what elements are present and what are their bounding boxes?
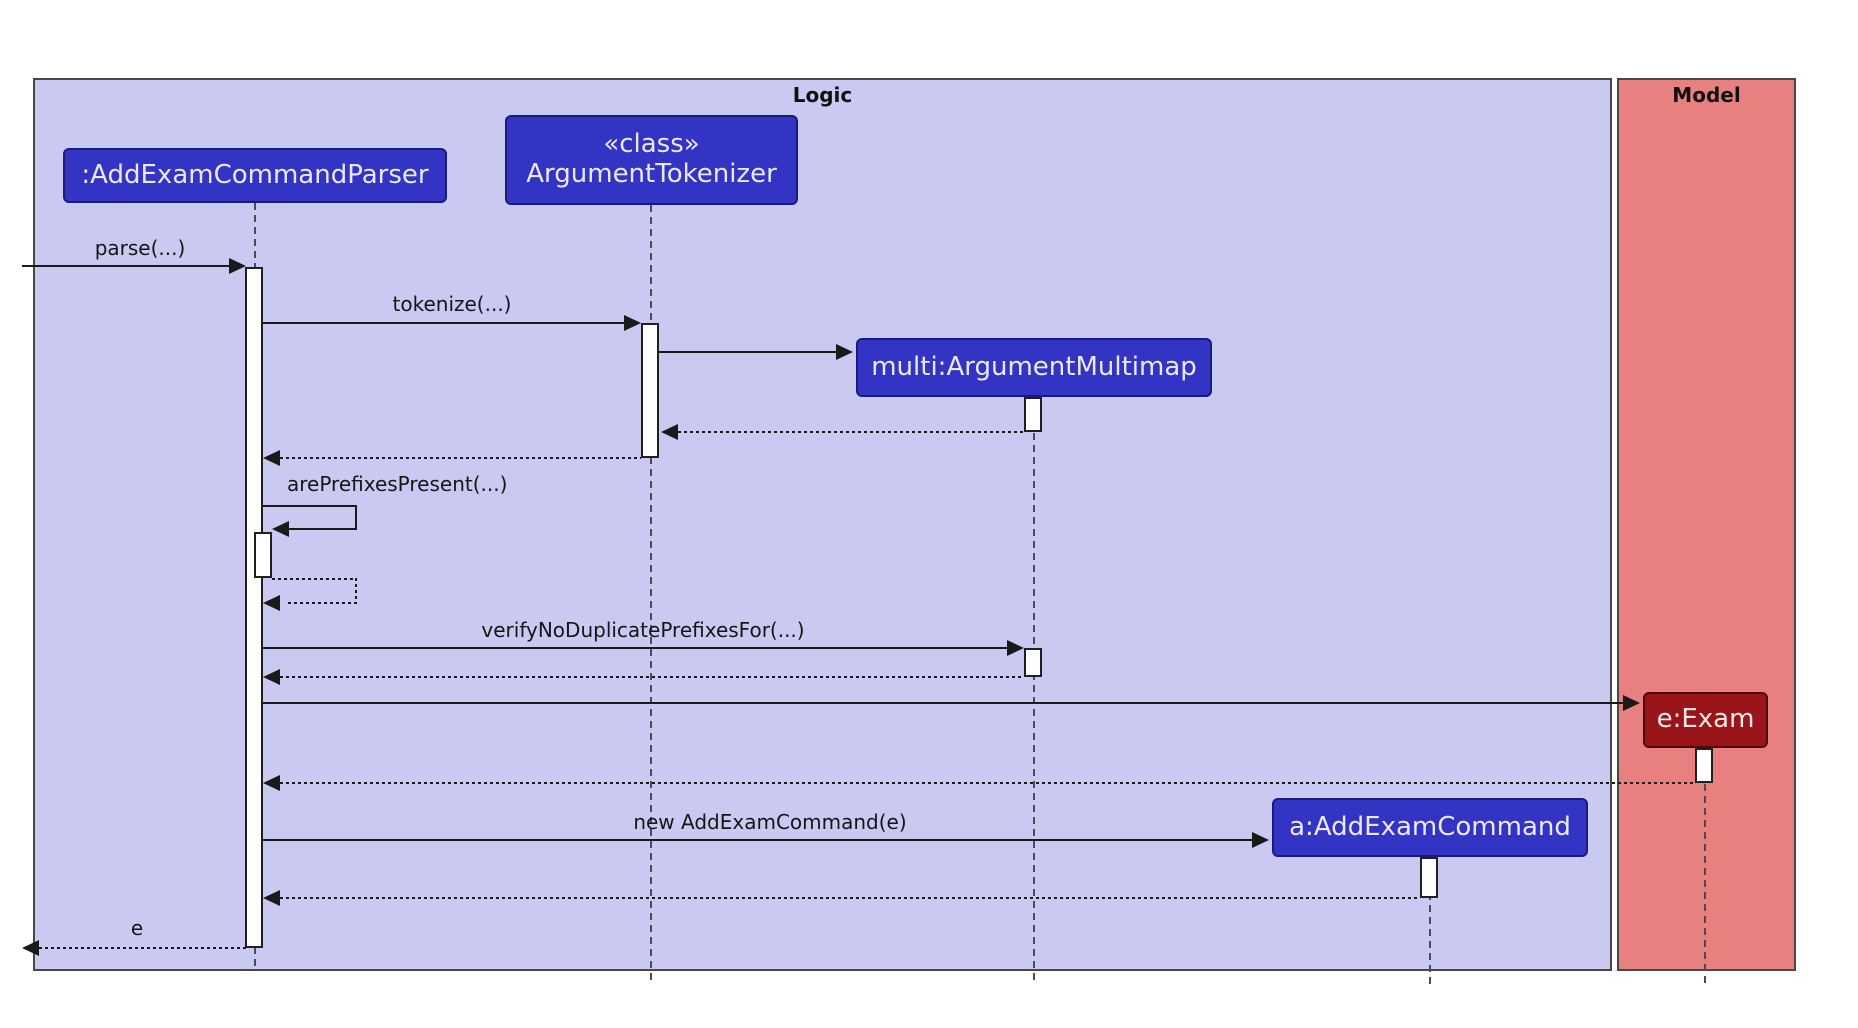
participant-tokenizer: «class» ArgumentTokenizer — [505, 115, 798, 205]
return-verify-line — [280, 676, 1024, 678]
participant-exam-label: e:Exam — [1656, 704, 1755, 735]
selfreturn-top-line — [272, 578, 357, 580]
model-frame-title: Model — [1672, 83, 1741, 107]
return-e-arrowhead — [22, 940, 39, 956]
message-parse-label: parse(...) — [94, 236, 186, 260]
activation-tokenizer — [641, 323, 659, 458]
message-tokenize-arrowhead — [624, 315, 641, 331]
logic-frame-title: Logic — [792, 83, 853, 107]
message-new-command-label: new AddExamCommand(e) — [633, 810, 907, 834]
message-verify-line — [263, 647, 1008, 649]
lifeline-tokenizer — [650, 205, 652, 984]
activation-command — [1420, 857, 1438, 898]
message-create-multimap-arrowhead — [836, 344, 853, 360]
message-tokenize-line — [263, 322, 624, 324]
message-parse-line — [22, 265, 230, 267]
participant-parser-label: :AddExamCommandParser — [81, 159, 429, 190]
message-new-command-arrowhead — [1252, 832, 1269, 848]
return-multimap-tokenizer-arrowhead — [661, 424, 678, 440]
participant-multimap-label: multi:ArgumentMultimap — [871, 351, 1197, 382]
selfreturn-arrowhead — [263, 595, 280, 611]
message-are-prefixes-label: arePrefixesPresent(...) — [287, 472, 508, 496]
activation-parser-nested — [254, 532, 272, 578]
return-command-parser-arrowhead — [263, 890, 280, 906]
return-tokenizer-parser-line — [280, 457, 641, 459]
message-new-command-line — [263, 839, 1253, 841]
lifeline-command — [1429, 857, 1431, 984]
lifeline-exam — [1704, 748, 1706, 984]
participant-exam: e:Exam — [1643, 692, 1768, 748]
message-create-exam-arrowhead — [1623, 695, 1640, 711]
selfreturn-right-line — [355, 578, 357, 603]
selfcall-bottom-line — [288, 528, 357, 530]
message-verify-arrowhead — [1007, 640, 1024, 656]
message-tokenize-label: tokenize(...) — [392, 292, 512, 316]
participant-tokenizer-label: ArgumentTokenizer — [526, 159, 777, 189]
return-command-parser-line — [280, 897, 1420, 899]
model-frame — [1617, 78, 1796, 971]
participant-command: a:AddExamCommand — [1272, 798, 1588, 857]
message-verify-label: verifyNoDuplicatePrefixesFor(...) — [481, 618, 805, 642]
participant-multimap: multi:ArgumentMultimap — [856, 338, 1212, 397]
message-return-e-label: e — [130, 916, 144, 940]
return-exam-parser-arrowhead — [263, 775, 280, 791]
message-parse-arrowhead — [229, 258, 246, 274]
return-exam-parser-line — [280, 782, 1695, 784]
participant-parser: :AddExamCommandParser — [63, 148, 447, 203]
return-verify-arrowhead — [263, 669, 280, 685]
activation-multimap-2 — [1024, 648, 1042, 677]
activation-multimap-1 — [1024, 397, 1042, 432]
selfreturn-bottom-line — [288, 602, 357, 604]
participant-command-label: a:AddExamCommand — [1289, 811, 1571, 842]
activation-exam — [1695, 748, 1713, 783]
return-multimap-tokenizer-line — [678, 431, 1024, 433]
return-tokenizer-parser-arrowhead — [263, 450, 280, 466]
message-create-exam-line — [263, 702, 1623, 704]
participant-tokenizer-stereotype: «class» — [603, 129, 700, 160]
return-e-line — [39, 947, 246, 949]
selfcall-arrowhead — [272, 521, 289, 537]
activation-parser — [245, 267, 263, 948]
selfcall-top-line — [263, 505, 357, 507]
selfcall-right-line — [355, 505, 357, 530]
message-create-multimap-line — [659, 351, 836, 353]
lifeline-multimap — [1033, 397, 1035, 984]
